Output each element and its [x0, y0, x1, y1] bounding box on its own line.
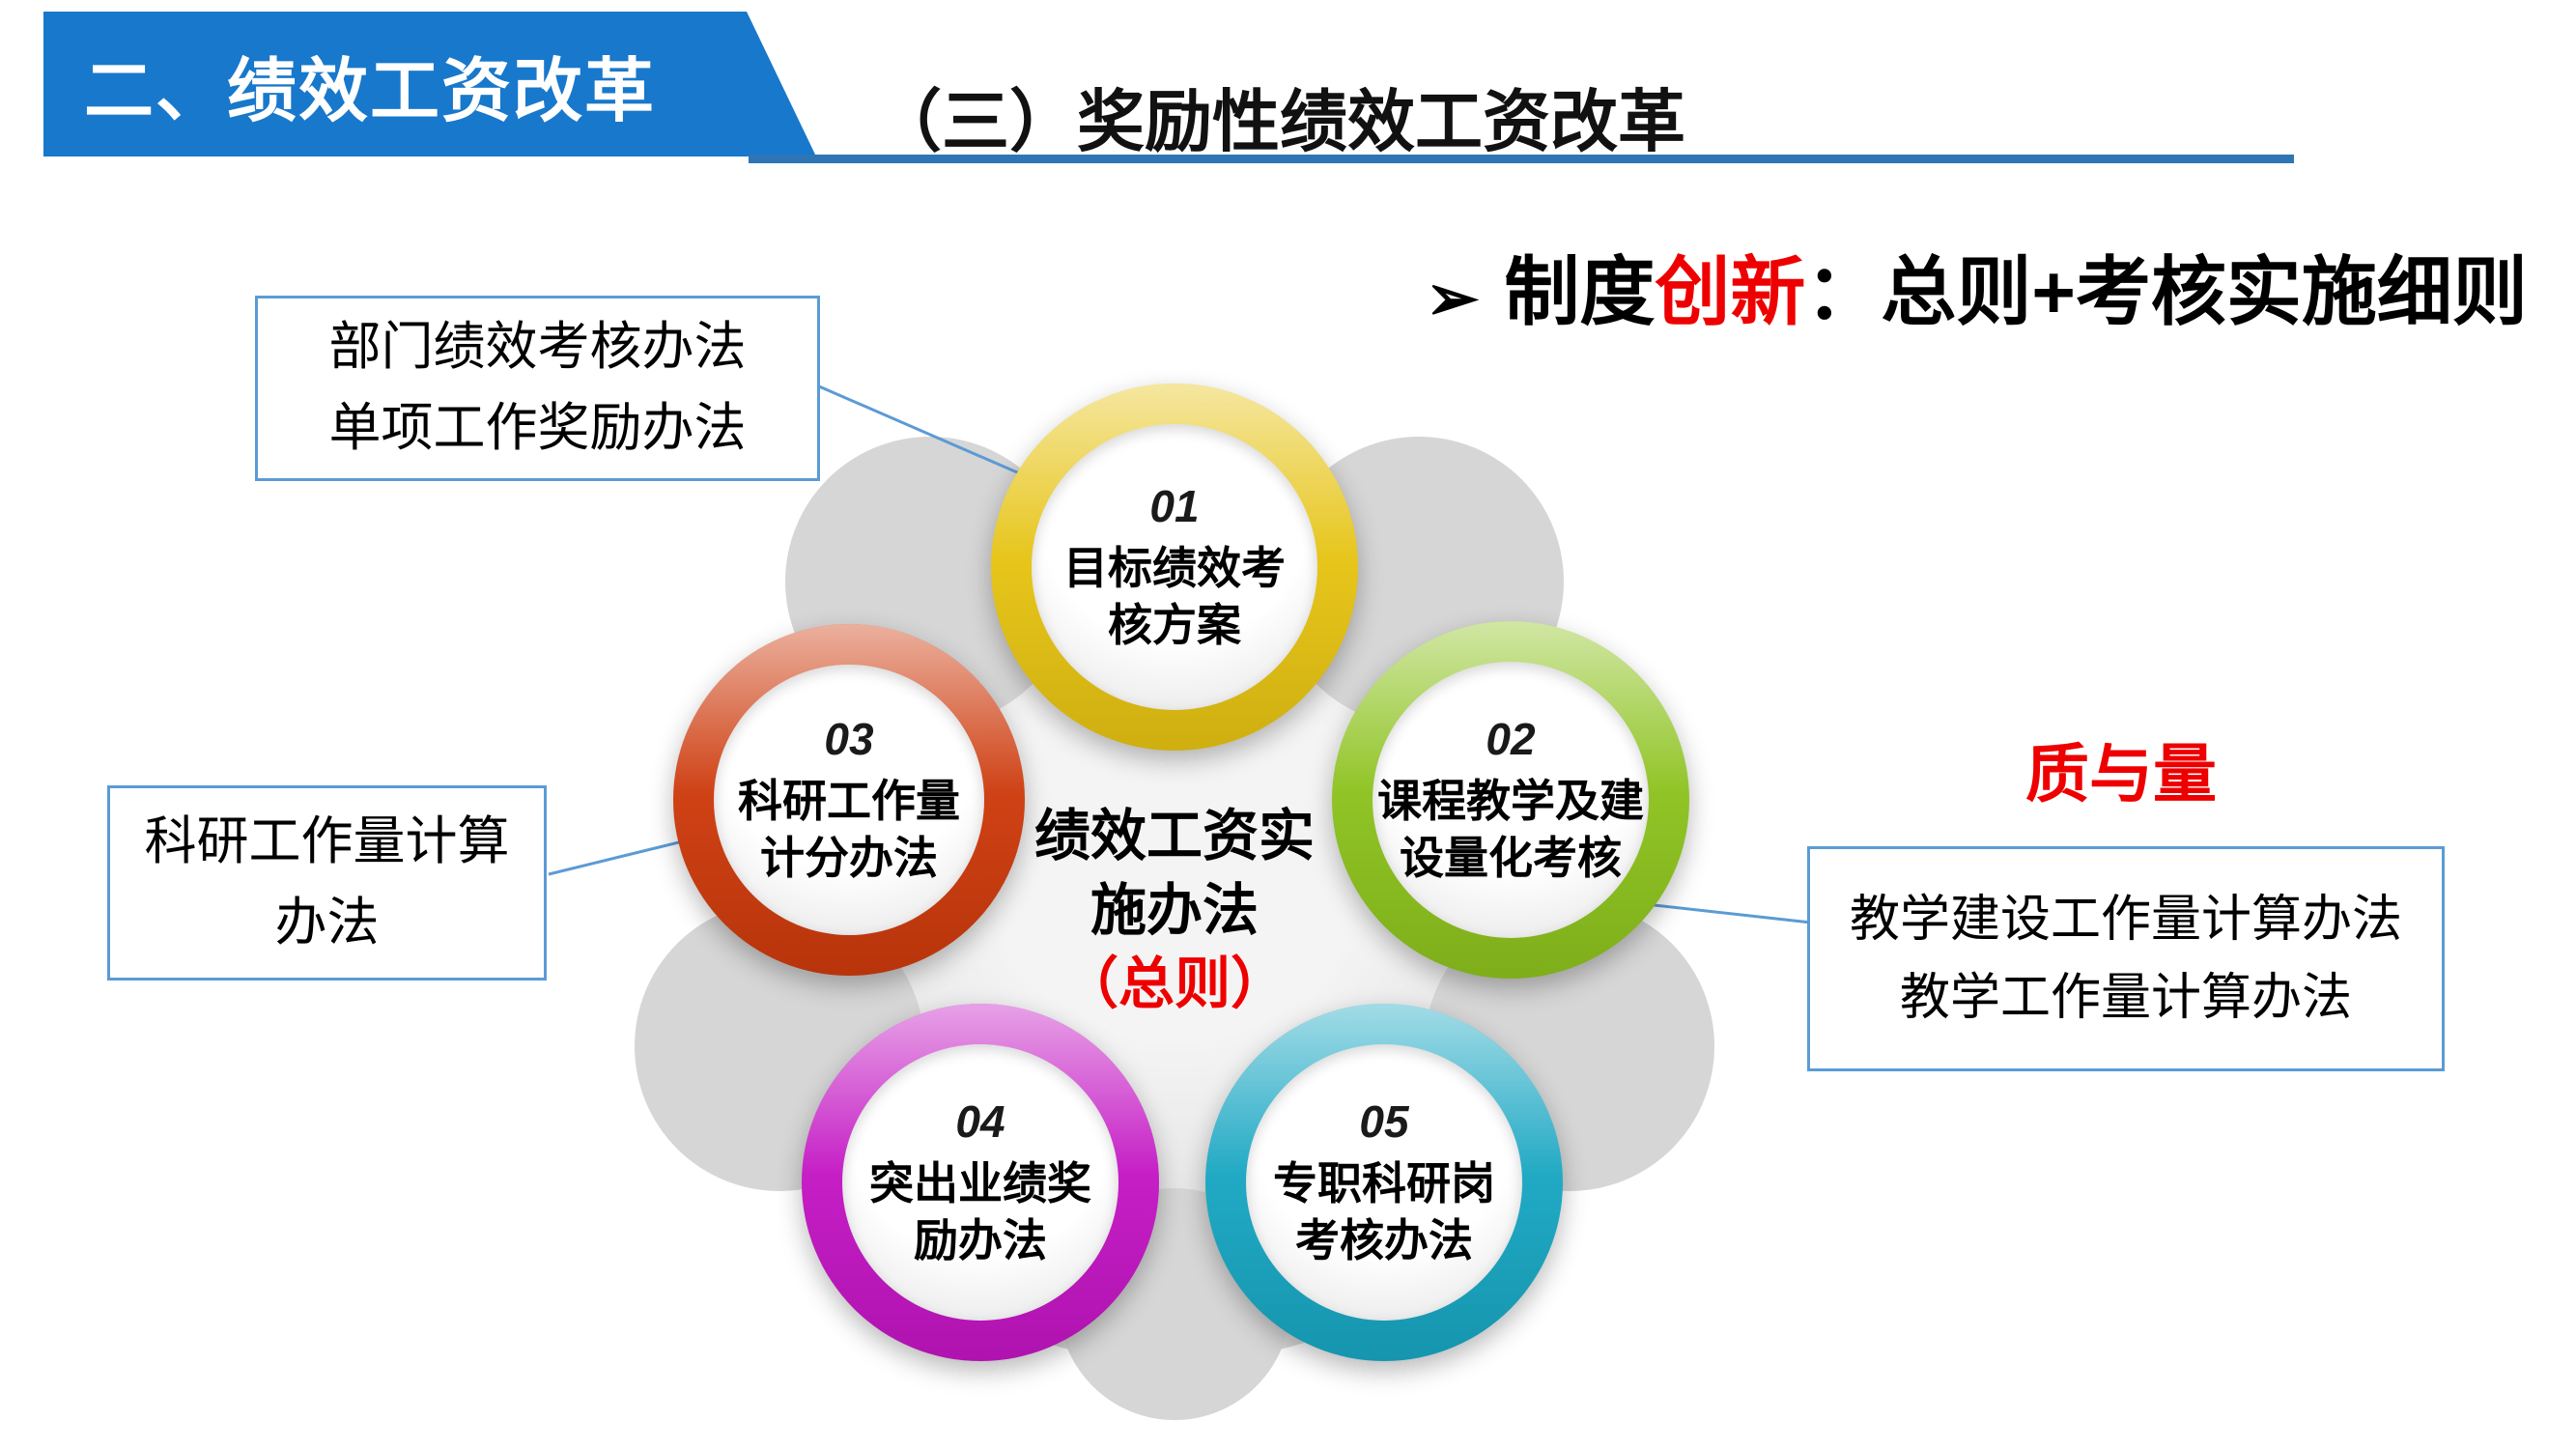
connector-line-dept	[818, 384, 1054, 490]
callout-dept-text: 部门绩效考核办法 单项工作奖励办法	[328, 318, 747, 457]
node-number: 05	[1359, 1096, 1409, 1148]
key-point-highlight: 创新	[1655, 249, 1806, 334]
arrow-bullet-icon: ➢	[1426, 261, 1480, 333]
diagram-node-04: 04 突出业绩奖 励办法	[802, 1004, 1159, 1361]
node-label: 突出业绩奖 励办法	[869, 1158, 1091, 1265]
diagram-node-05: 05 专职科研岗 考核办法	[1205, 1004, 1563, 1361]
node-label: 科研工作量 计分办法	[738, 776, 960, 883]
node-number: 03	[824, 714, 874, 765]
node-label: 目标绩效考 核方案	[1063, 543, 1286, 650]
title-underline	[749, 155, 2294, 163]
node-inner: 02 课程教学及建 设量化考核	[1373, 662, 1649, 938]
quality-quantity-label: 质与量	[2025, 738, 2217, 810]
key-point-suffix: ：总则+考核实施细则	[1805, 249, 2528, 334]
callout-research-text: 科研工作量计算 办法	[144, 812, 510, 952]
node-number: 01	[1149, 481, 1200, 532]
diagram-node-02: 02 课程教学及建 设量化考核	[1332, 621, 1689, 979]
page-title: （三）奖励性绩效工资改革	[874, 84, 1685, 159]
callout-research-box: 科研工作量计算 办法	[107, 785, 547, 981]
callout-teaching-box: 教学建设工作量计算办法 教学工作量计算办法	[1807, 846, 2445, 1071]
diagram-node-03: 03 科研工作量 计分办法	[673, 624, 1025, 976]
diagram-node-01: 01 目标绩效考 核方案	[991, 384, 1358, 751]
node-label: 课程教学及建 设量化考核	[1377, 776, 1644, 883]
key-point-prefix: 制度	[1504, 249, 1656, 334]
section-banner: 二、绩效工资改革	[43, 12, 816, 156]
section-banner-text: 二、绩效工资改革	[84, 52, 657, 130]
center-main-text: 绩效工资实 施办法	[1033, 805, 1315, 942]
node-inner: 01 目标绩效考 核方案	[1032, 424, 1317, 710]
node-inner: 03 科研工作量 计分办法	[714, 665, 984, 935]
node-label: 专职科研岗 考核办法	[1273, 1158, 1495, 1265]
center-sub-text: （总则）	[1062, 952, 1287, 1016]
diagram-center-label: 绩效工资实 施办法 （总则）	[981, 800, 1368, 1022]
key-point-heading: ➢ 制度创新：总则+考核实施细则	[1426, 232, 2528, 340]
node-inner: 05 专职科研岗 考核办法	[1246, 1044, 1522, 1321]
callout-teaching-text: 教学建设工作量计算办法 教学工作量计算办法	[1849, 891, 2402, 1026]
node-inner: 04 突出业绩奖 励办法	[842, 1044, 1118, 1321]
node-number: 04	[955, 1096, 1005, 1148]
callout-dept-box: 部门绩效考核办法 单项工作奖励办法	[255, 296, 820, 481]
node-number: 02	[1486, 714, 1536, 765]
